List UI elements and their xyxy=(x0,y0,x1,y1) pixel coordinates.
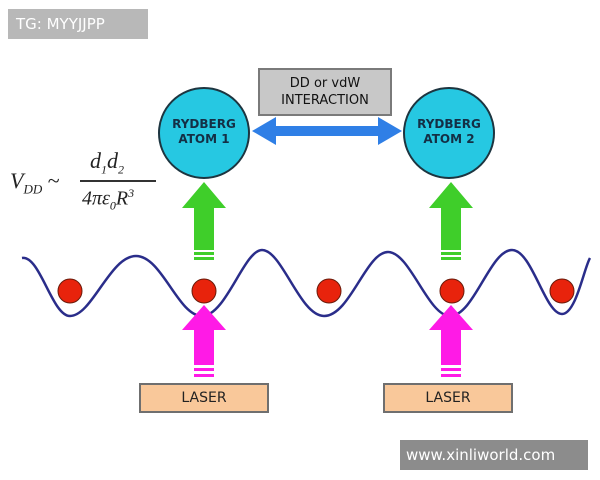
watermark: www.xinliworld.com xyxy=(400,440,588,470)
laser-arrow-2 xyxy=(429,305,473,377)
excitation-arrow-2 xyxy=(429,182,473,260)
interaction-label-box: DD or vdW INTERACTION xyxy=(258,68,392,116)
formula-numerator: d1d2 xyxy=(90,148,124,177)
formula-lhs: VDD ~ xyxy=(10,168,60,197)
interaction-line1: DD or vdW xyxy=(289,76,361,91)
laser-box-2: LASER xyxy=(383,383,513,413)
site-atom xyxy=(439,278,465,304)
dipole-formula: VDD ~ d1d2 4πε0R3 xyxy=(10,148,158,218)
laser-box-1: LASER xyxy=(139,383,269,413)
tag-label: TG: MYYJJPP xyxy=(8,9,148,39)
laser-arrow-1 xyxy=(182,305,226,377)
site-atom xyxy=(316,278,342,304)
excitation-arrow-1 xyxy=(182,182,226,260)
rydberg-atom-2: RYDBERG ATOM 2 xyxy=(403,87,495,179)
atom2-line2: ATOM 2 xyxy=(423,132,475,146)
site-atom xyxy=(57,278,83,304)
formula-denominator: 4πε0R3 xyxy=(82,186,135,213)
atom2-line1: RYDBERG xyxy=(417,117,481,131)
atom1-line2: ATOM 1 xyxy=(178,132,230,146)
site-atom xyxy=(191,278,217,304)
interaction-line2: INTERACTION xyxy=(281,93,369,108)
interaction-double-arrow xyxy=(252,117,402,145)
rydberg-atom-1: RYDBERG ATOM 1 xyxy=(158,87,250,179)
site-atom xyxy=(549,278,575,304)
fraction-bar xyxy=(80,180,156,182)
atom1-line1: RYDBERG xyxy=(172,117,236,131)
optical-lattice-wave xyxy=(21,248,592,318)
